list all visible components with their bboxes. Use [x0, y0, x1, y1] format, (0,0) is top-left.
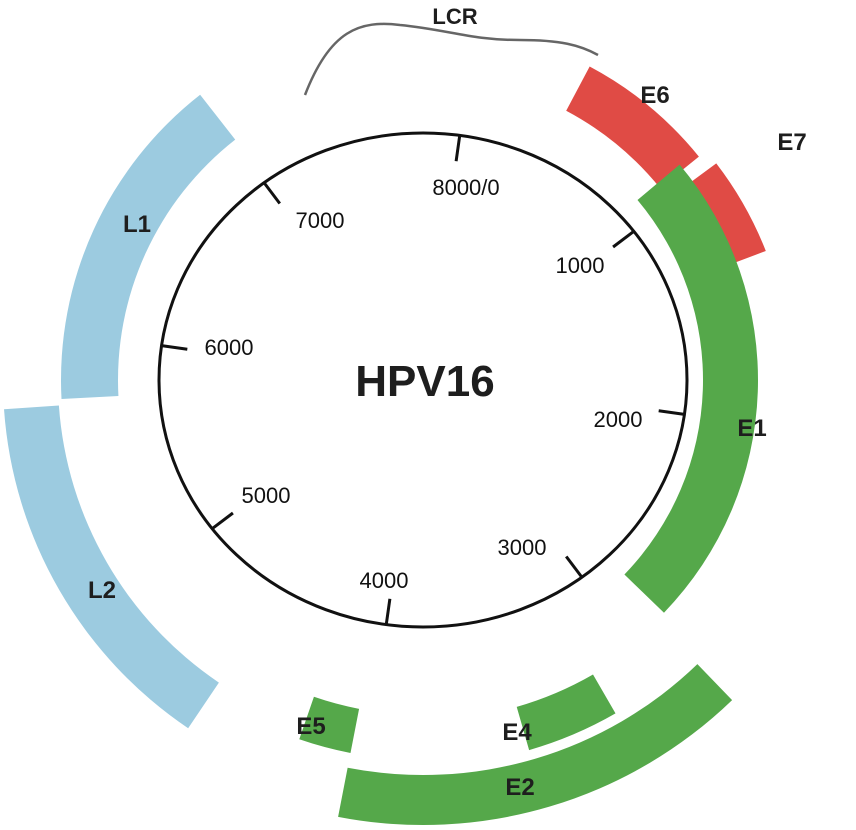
gene-label-e5: E5 — [296, 713, 325, 740]
gene-arc-e5 — [299, 696, 360, 754]
tick-labels: 8000/0 1000 2000 3000 4000 5000 6000 700… — [205, 175, 643, 593]
gene-arc-e2 — [338, 664, 733, 825]
gene-arc-e7 — [679, 163, 766, 268]
lcr-line — [303, 22, 599, 96]
gene-arc-e6 — [566, 66, 699, 189]
gene-label-e1: E1 — [737, 415, 766, 442]
tick-label-3000: 3000 — [498, 535, 547, 560]
tick-mark-7000 — [262, 181, 281, 205]
tick-mark-5000 — [211, 511, 234, 530]
tick-label-4000: 4000 — [360, 568, 409, 593]
tick-label-5000: 5000 — [242, 483, 291, 508]
gene-label-l1: L1 — [123, 211, 151, 238]
gene-label-e6: E6 — [640, 82, 669, 109]
gene-labels: E6 E7 E1 E2 E4 E5 L2 L1 — [88, 82, 807, 801]
gene-label-e7: E7 — [777, 129, 806, 156]
gene-label-e2: E2 — [505, 774, 534, 801]
tick-mark-6000 — [161, 344, 188, 351]
tick-mark-4000 — [384, 598, 392, 625]
tick-mark-3000 — [565, 555, 584, 579]
gene-arc-l1 — [60, 94, 236, 399]
gene-label-l2: L2 — [88, 577, 116, 604]
tick-label-1000: 1000 — [556, 253, 605, 278]
gene-arcs — [4, 66, 766, 825]
gene-arc-e1 — [624, 164, 758, 613]
gene-arc-l2 — [4, 405, 219, 729]
tick-mark-2000 — [658, 409, 685, 416]
gene-label-e4: E4 — [502, 719, 532, 746]
genome-title: HPV16 — [355, 357, 494, 406]
tick-label-6000: 6000 — [205, 335, 254, 360]
position-ticks — [161, 135, 685, 625]
lcr-label: LCR — [432, 4, 477, 29]
tick-mark-1000 — [612, 230, 635, 249]
tick-label-2000: 2000 — [594, 407, 643, 432]
tick-label-8000: 8000/0 — [432, 175, 499, 200]
genome-circle — [157, 131, 689, 629]
tick-mark-8000 — [454, 135, 462, 162]
gene-arc-e4 — [516, 674, 616, 751]
tick-label-7000: 7000 — [296, 208, 345, 233]
